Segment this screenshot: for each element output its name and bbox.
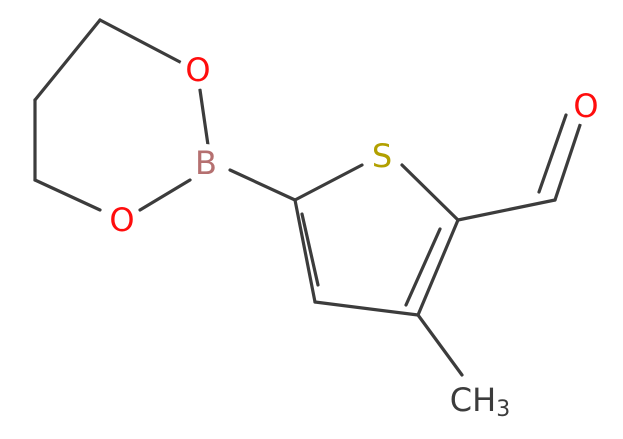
atom-label-o-top: O: [185, 51, 210, 89]
bond-c3-otop: [98, 18, 182, 64]
bond-c3-c4: [313, 300, 420, 317]
atom-boron: B: [187, 144, 225, 182]
bond-c3-methyl: [416, 313, 464, 377]
atom-label-boron: B: [195, 144, 217, 182]
bond-c4-c5: [293, 198, 317, 304]
atom-o-bottom: O: [103, 201, 141, 239]
bond-c2-c3: [416, 218, 460, 317]
atom-label-sulfur: S: [372, 137, 392, 175]
bond-b-obottom: [138, 178, 192, 212]
atom-label-methyl: CH3: [450, 381, 510, 422]
bond-c2-c3: [33, 18, 102, 102]
bond-c2-c3-inner: [404, 227, 442, 307]
atom-label-o-aldehyde: O: [573, 87, 598, 125]
dioxaborinane-ring: [33, 18, 210, 212]
bond-c4-c5-inner: [300, 212, 320, 287]
bond-b-c5: [228, 168, 297, 202]
thiophene-ring: [293, 163, 460, 317]
aldehyde-group: [456, 113, 582, 222]
bond-c2-cho: [456, 198, 557, 222]
bond-s-c2: [400, 163, 460, 222]
atom-label-o-bottom: O: [109, 201, 134, 239]
bond-cho-o-1: [553, 123, 582, 202]
atom-sulfur: S: [362, 136, 402, 176]
bond-c5-s: [293, 163, 364, 202]
atom-o-top: O: [179, 51, 217, 89]
methyl-subscript: 3: [496, 397, 510, 422]
bond-cho-o-2: [537, 113, 568, 194]
atom-o-aldehyde: O: [567, 87, 605, 125]
bond-otop-b: [198, 88, 210, 147]
bond-obottom-c1: [33, 178, 102, 212]
methyl-ch: CH: [450, 381, 496, 419]
atom-methyl: CH3: [448, 378, 533, 422]
